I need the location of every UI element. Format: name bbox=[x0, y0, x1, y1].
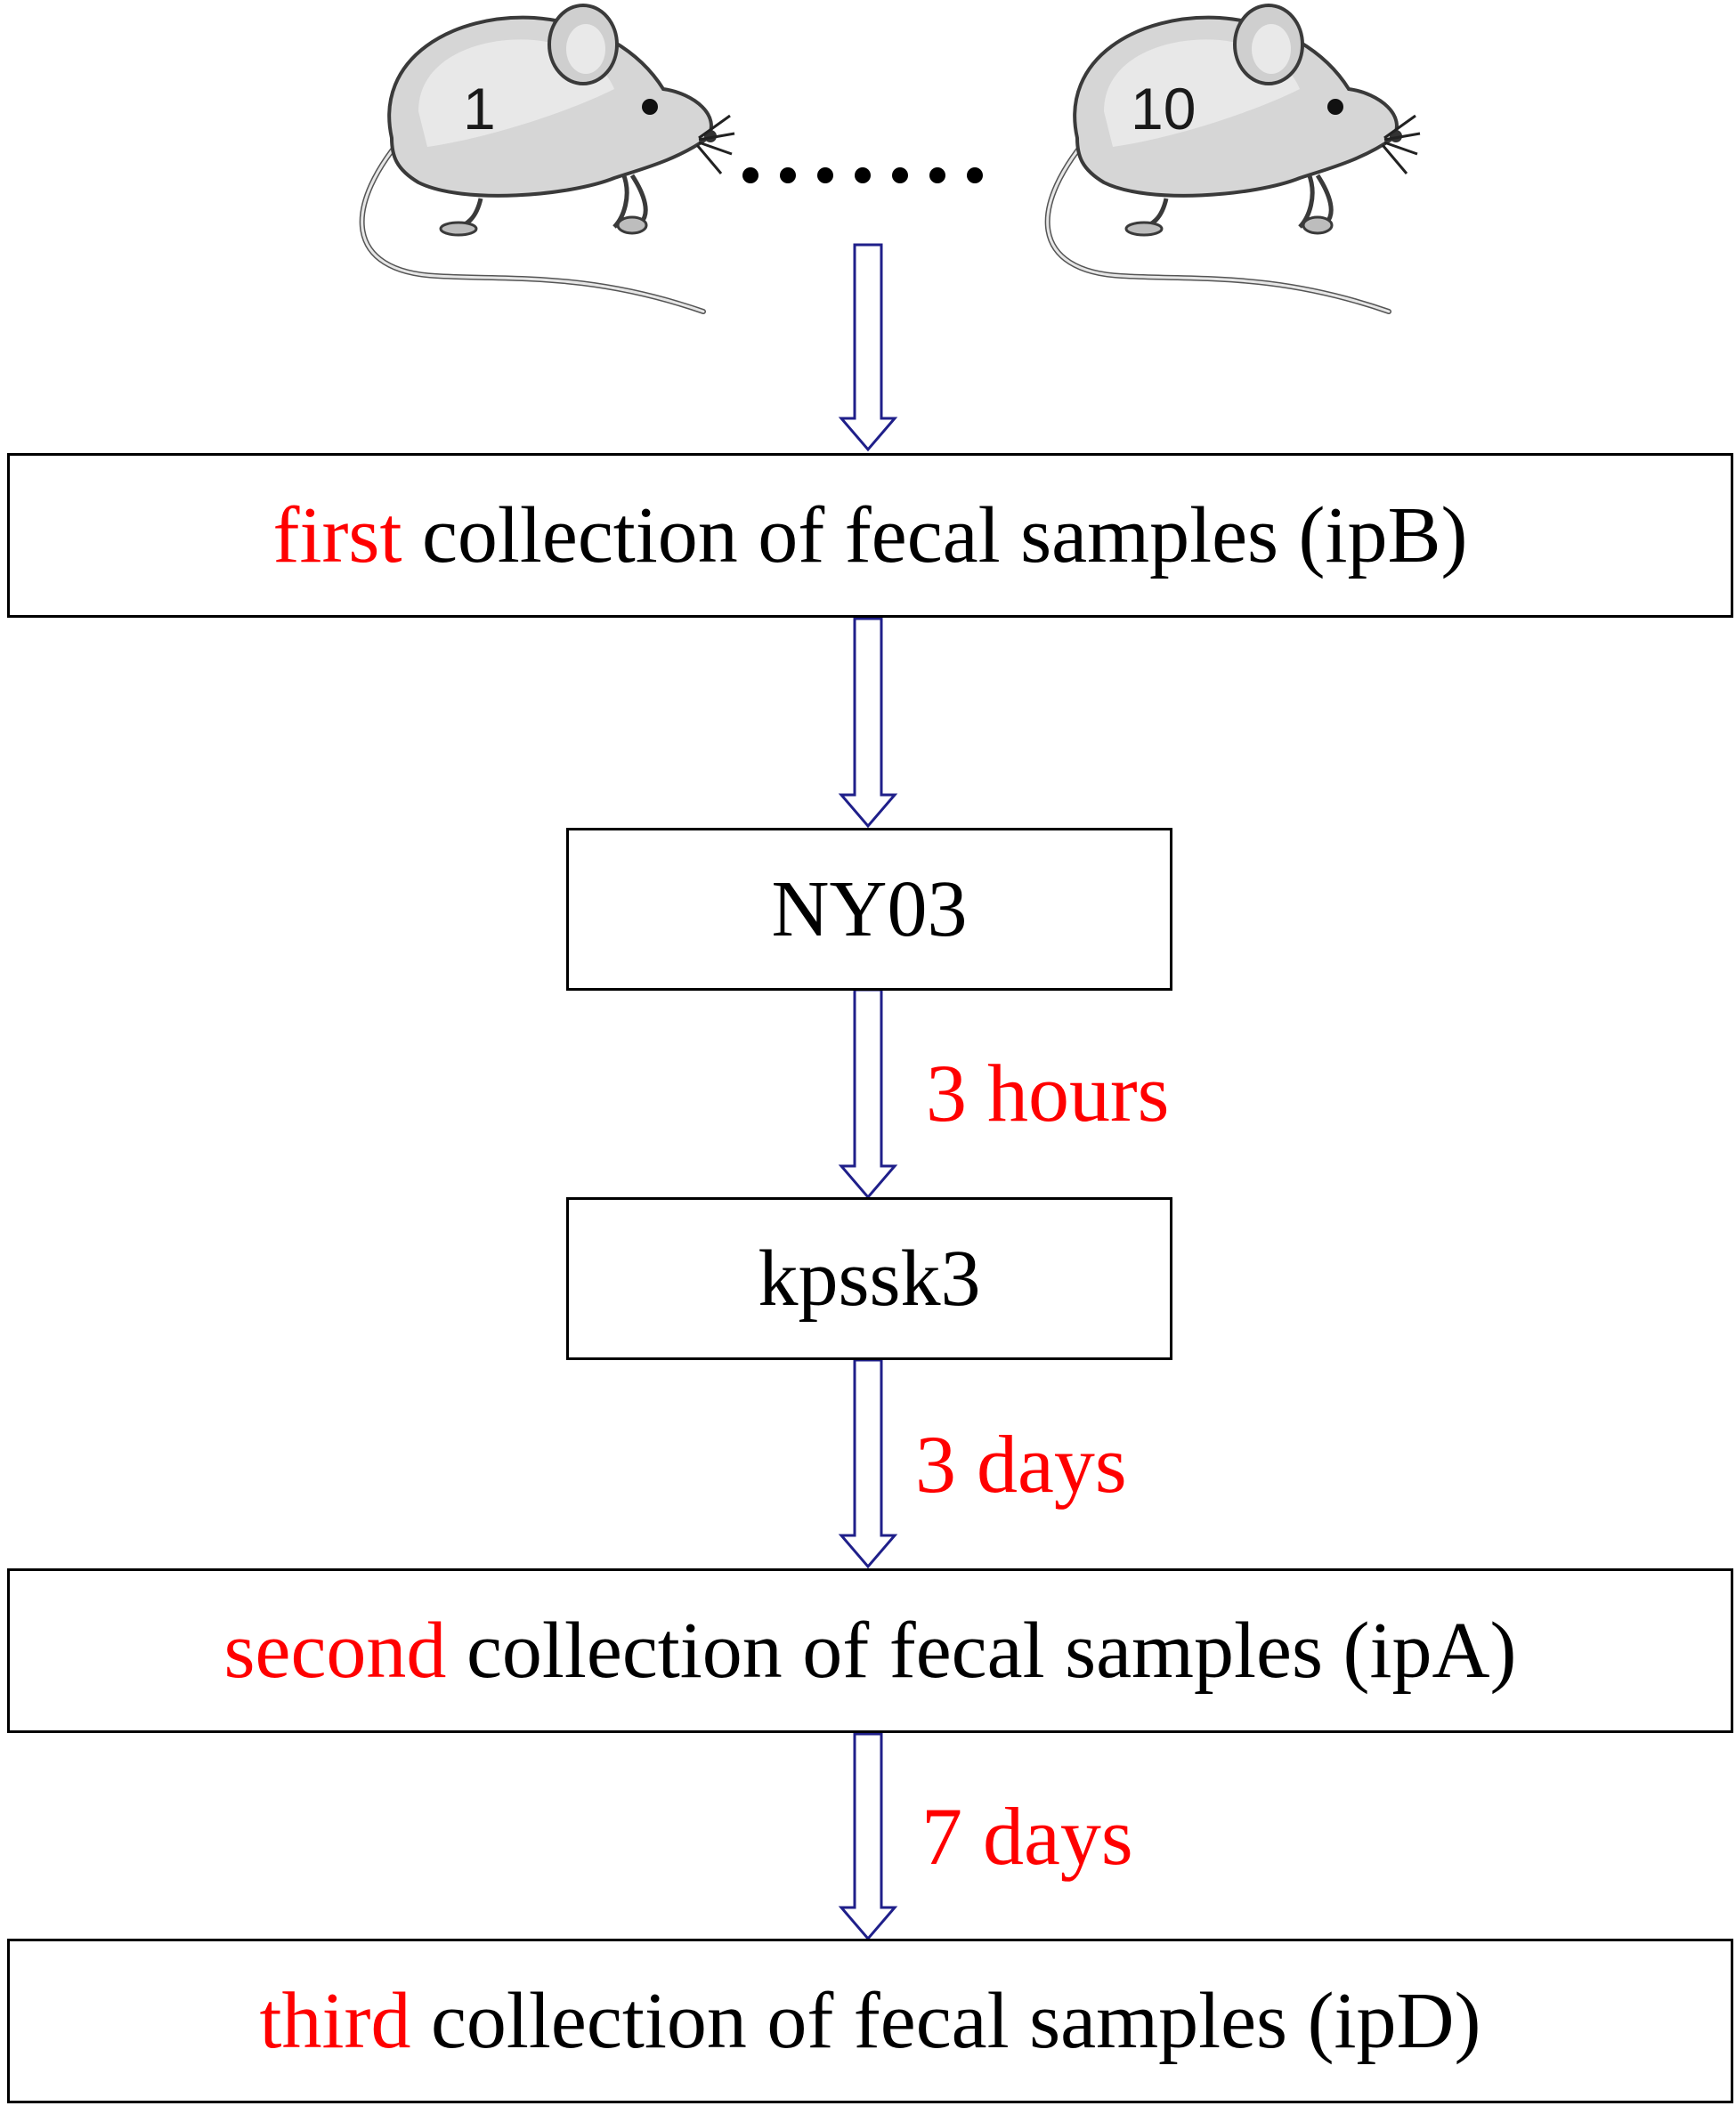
mouse-icon bbox=[1048, 5, 1420, 312]
third-collection-text: collection of fecal samples (ipD) bbox=[410, 1977, 1481, 2065]
arrow-mice-to-first bbox=[838, 243, 898, 452]
arrow-first-to-ny03 bbox=[838, 617, 898, 829]
interval-3-days: 3 days bbox=[915, 1419, 1127, 1510]
mouse-icon bbox=[362, 5, 734, 312]
arrow-ny03-to-kpssk3 bbox=[838, 988, 898, 1200]
kpssk3-label: kpssk3 bbox=[758, 1235, 981, 1323]
first-collection-box: first collection of fecal samples (ipB) bbox=[7, 453, 1733, 618]
first-collection-text: collection of fecal samples (ipB) bbox=[402, 491, 1468, 579]
ny03-box: NY03 bbox=[566, 828, 1172, 991]
arrows bbox=[838, 243, 898, 1941]
interval-7-days: 7 days bbox=[921, 1791, 1133, 1882]
first-collection-highlight: first bbox=[272, 491, 402, 579]
arrow-second-to-third bbox=[838, 1732, 898, 1941]
mouse-1-label: 1 bbox=[463, 76, 496, 142]
third-collection-box: third collection of fecal samples (ipD) bbox=[7, 1939, 1733, 2103]
second-collection-text: collection of fecal samples (ipA) bbox=[446, 1607, 1517, 1695]
interval-3-hours: 3 hours bbox=[926, 1048, 1170, 1138]
ny03-label: NY03 bbox=[771, 865, 968, 953]
ellipsis-dots bbox=[742, 167, 983, 183]
arrow-kpssk3-to-second bbox=[838, 1358, 898, 1569]
second-collection-box: second collection of fecal samples (ipA) bbox=[7, 1568, 1733, 1733]
kpssk3-box: kpssk3 bbox=[566, 1197, 1172, 1360]
third-collection-highlight: third bbox=[259, 1977, 411, 2065]
mouse-1: 1 bbox=[362, 5, 734, 312]
mouse-10: 10 bbox=[1048, 5, 1420, 312]
second-collection-highlight: second bbox=[223, 1607, 447, 1695]
mouse-10-label: 10 bbox=[1131, 76, 1196, 142]
